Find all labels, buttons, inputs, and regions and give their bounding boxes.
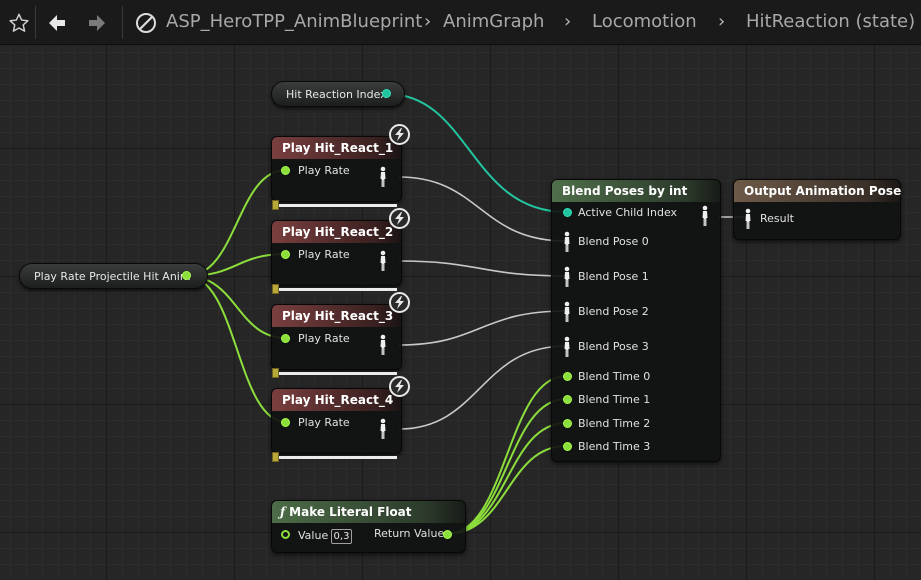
pose-input-icon[interactable]	[562, 231, 572, 253]
play-hit-react-3-play-rate-pin[interactable]	[281, 334, 290, 343]
pose-input-icon[interactable]	[562, 301, 572, 323]
output-animation-pose-node[interactable]: Output Animation Pose Result	[733, 179, 901, 240]
play-hit-react-2-position-handle[interactable]	[272, 284, 279, 294]
wire-hit-index	[386, 93, 567, 213]
blend-pose-0-label: Blend Pose 0	[578, 235, 649, 248]
blend-pose-2-label: Blend Pose 2	[578, 305, 649, 318]
play-hit-react-3-position-bar	[279, 372, 397, 375]
play-hit-react-4-play-rate-label: Play Rate	[298, 416, 350, 429]
arrow-left-icon[interactable]	[42, 0, 72, 45]
output-result-label: Result	[760, 212, 794, 225]
play-hit-react-1-play-rate-pin[interactable]	[281, 166, 290, 175]
breadcrumb-separator-2: ›	[564, 11, 572, 32]
play-hit-react-2-play-rate-label: Play Rate	[298, 248, 350, 261]
play-hit-react-2-node[interactable]: Play Hit_React_2 Play Rate	[271, 220, 402, 286]
lightning-icon	[389, 376, 410, 397]
blend-time-3-label: Blend Time 3	[578, 440, 651, 453]
breadcrumb-state[interactable]: HitReaction (state)	[746, 11, 916, 32]
blend-pose-1-label: Blend Pose 1	[578, 270, 649, 283]
blend-time-2-label: Blend Time 2	[578, 417, 651, 430]
play-hit-react-1-play-rate-label: Play Rate	[298, 164, 350, 177]
play-hit-react-4-play-rate-pin[interactable]	[281, 418, 290, 427]
pose-output-icon[interactable]	[378, 166, 388, 188]
pose-output-icon[interactable]	[378, 250, 388, 272]
lightning-icon	[389, 208, 410, 229]
hit-reaction-index-output-pin[interactable]	[382, 89, 391, 98]
wire-pose-3	[398, 345, 567, 430]
make-literal-float-title: Make Literal Float	[289, 505, 412, 519]
play-hit-react-3-position-handle[interactable]	[272, 368, 279, 378]
play-rate-variable-node[interactable]: Play Rate Projectile Hit Anim	[19, 263, 208, 289]
blend-pose-3-label: Blend Pose 3	[578, 340, 649, 353]
play-hit-react-1-title: Play Hit_React_1	[272, 137, 401, 159]
wire-blend-time-3	[446, 445, 567, 535]
pose-output-icon[interactable]	[700, 205, 710, 227]
active-child-index-pin[interactable]	[563, 208, 572, 217]
output-animation-pose-title: Output Animation Pose	[734, 180, 901, 202]
value-input-pin[interactable]	[281, 530, 290, 539]
graph-toolbar: ASP_HeroTPP_AnimBlueprint › AnimGraph › …	[0, 0, 921, 45]
breadcrumb-locomotion[interactable]: Locomotion	[592, 11, 697, 32]
wire-pose-2	[398, 310, 567, 346]
blend-time-2-pin[interactable]	[563, 419, 572, 428]
blend-time-0-label: Blend Time 0	[578, 370, 651, 383]
lightning-icon	[389, 124, 410, 145]
breadcrumb-blueprint[interactable]: ASP_HeroTPP_AnimBlueprint	[166, 11, 423, 32]
play-hit-react-3-node[interactable]: Play Hit_React_3 Play Rate	[271, 304, 402, 370]
play-hit-react-3-play-rate-label: Play Rate	[298, 332, 350, 345]
function-icon: ƒ	[280, 505, 286, 519]
pose-input-icon[interactable]	[743, 208, 753, 230]
star-icon[interactable]	[4, 0, 34, 45]
return-value-label: Return Value	[374, 527, 445, 540]
pose-input-icon[interactable]	[562, 336, 572, 358]
blend-poses-title: Blend Poses by int	[552, 180, 720, 202]
play-hit-react-4-title: Play Hit_React_4	[272, 389, 401, 411]
breadcrumb-animgraph[interactable]: AnimGraph	[443, 11, 545, 32]
anim-graph-canvas[interactable]: Hit Reaction Index Play Rate Projectile …	[0, 45, 921, 580]
return-value-pin[interactable]	[443, 530, 452, 539]
value-label: Value	[298, 529, 329, 542]
play-hit-react-1-node[interactable]: Play Hit_React_1 Play Rate	[271, 136, 402, 202]
play-rate-variable-output-pin[interactable]	[182, 271, 191, 280]
pose-input-icon[interactable]	[562, 266, 572, 288]
lightning-icon	[389, 292, 410, 313]
active-child-index-label: Active Child Index	[578, 206, 678, 219]
arrow-right-icon[interactable]	[82, 0, 112, 45]
value-input-field[interactable]: 0,3	[331, 529, 352, 544]
wire-pose-1	[398, 260, 567, 277]
play-hit-react-2-title: Play Hit_React_2	[272, 221, 401, 243]
play-hit-react-4-node[interactable]: Play Hit_React_4 Play Rate	[271, 388, 402, 454]
play-hit-react-4-position-bar	[279, 456, 397, 459]
pose-output-icon[interactable]	[378, 418, 388, 440]
play-hit-react-2-play-rate-pin[interactable]	[281, 250, 290, 259]
play-hit-react-1-position-bar	[279, 204, 397, 207]
blend-time-1-label: Blend Time 1	[578, 393, 651, 406]
play-hit-react-3-title: Play Hit_React_3	[272, 305, 401, 327]
play-rate-variable-label: Play Rate Projectile Hit Anim	[34, 270, 191, 283]
blend-time-0-pin[interactable]	[563, 372, 572, 381]
wire-pose-0	[398, 176, 567, 242]
blend-time-3-pin[interactable]	[563, 442, 572, 451]
hit-reaction-index-node[interactable]: Hit Reaction Index	[271, 81, 405, 107]
blueprint-icon	[132, 0, 160, 45]
hit-reaction-index-label: Hit Reaction Index	[286, 88, 387, 101]
play-hit-react-1-position-handle[interactable]	[272, 200, 279, 210]
blend-poses-by-int-node[interactable]: Blend Poses by int Active Child Index Bl…	[551, 179, 721, 462]
pose-output-icon[interactable]	[378, 334, 388, 356]
play-hit-react-4-position-handle[interactable]	[272, 452, 279, 462]
breadcrumb-separator-3: ›	[718, 11, 726, 32]
breadcrumb-separator-1: ›	[424, 11, 432, 32]
play-hit-react-2-position-bar	[279, 288, 397, 291]
blend-time-1-pin[interactable]	[563, 395, 572, 404]
